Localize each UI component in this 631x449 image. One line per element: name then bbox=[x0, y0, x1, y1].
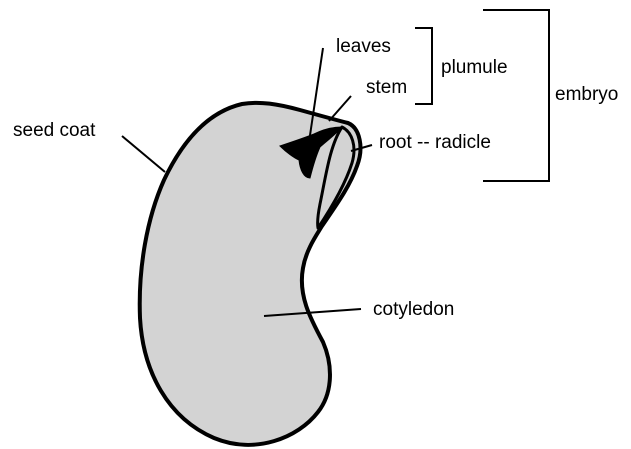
stem-label: stem bbox=[366, 77, 407, 98]
seed-coat-leader-line bbox=[122, 136, 165, 172]
plumule-bracket bbox=[415, 28, 432, 104]
seed-coat-label: seed coat bbox=[13, 120, 96, 141]
plumule-label: plumule bbox=[441, 57, 508, 78]
embryo-bracket bbox=[483, 10, 549, 181]
seed-body bbox=[140, 103, 361, 445]
cotyledon-label: cotyledon bbox=[373, 299, 454, 320]
stem-leader-line bbox=[329, 96, 351, 121]
root-radicle-label: root -- radicle bbox=[379, 132, 491, 153]
leaves-label: leaves bbox=[336, 36, 391, 57]
embryo-label: embryo bbox=[555, 84, 618, 105]
